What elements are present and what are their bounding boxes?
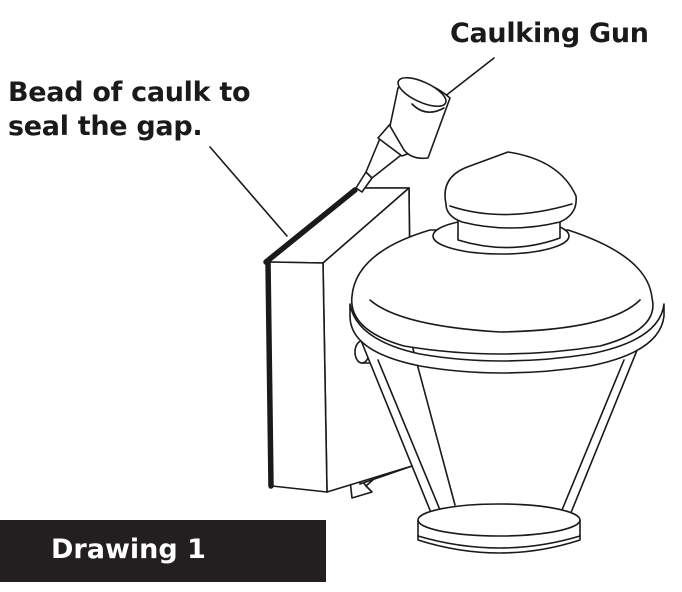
- caulk-bead-label-line1: Bead of caulk to: [8, 77, 251, 108]
- leader-line-bead: [209, 146, 288, 237]
- caulking-gun-label: Caulking Gun: [450, 18, 649, 49]
- lantern-finial: [444, 151, 577, 229]
- lantern-base: [417, 503, 581, 554]
- caulk-bead-label-line2: seal the gap.: [8, 111, 203, 142]
- caulk-bead: [263, 187, 358, 489]
- lantern-body: [359, 337, 643, 521]
- caulk-bead-label: Bead of caulk to seal the gap.: [8, 76, 251, 144]
- caption-bar: Drawing 1: [0, 520, 326, 582]
- caulking-gun: [355, 76, 451, 193]
- caption-text: Drawing 1: [51, 534, 206, 565]
